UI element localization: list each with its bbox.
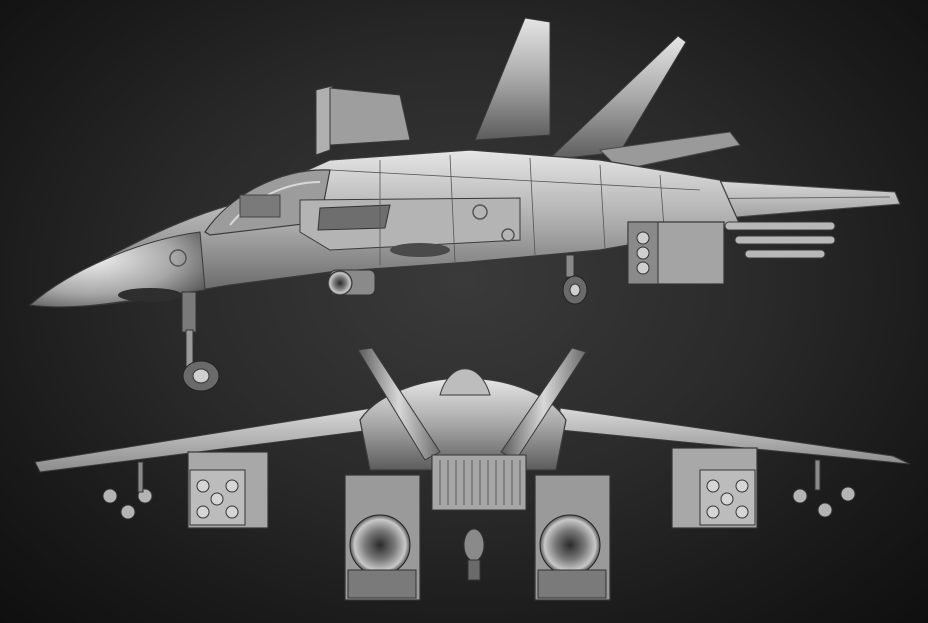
nose-cone (28, 231, 206, 308)
missiles-right (792, 459, 856, 518)
tail-fin-left (474, 17, 551, 141)
missiles-left (102, 461, 153, 520)
missiles (724, 221, 836, 259)
tail-fin-right (546, 35, 687, 161)
landing-gear-front (181, 291, 220, 392)
engine-left (344, 474, 421, 601)
engine-right (534, 474, 611, 601)
landing-gear-rear (562, 254, 588, 305)
side-view-jet (28, 17, 901, 392)
tail-fin-v-left (357, 347, 441, 461)
missile-pod-right (671, 447, 758, 529)
missile-pod-left (187, 451, 269, 529)
engine-nozzle (327, 270, 353, 296)
missile-pod (627, 221, 725, 285)
rear-view-jet (34, 347, 911, 601)
